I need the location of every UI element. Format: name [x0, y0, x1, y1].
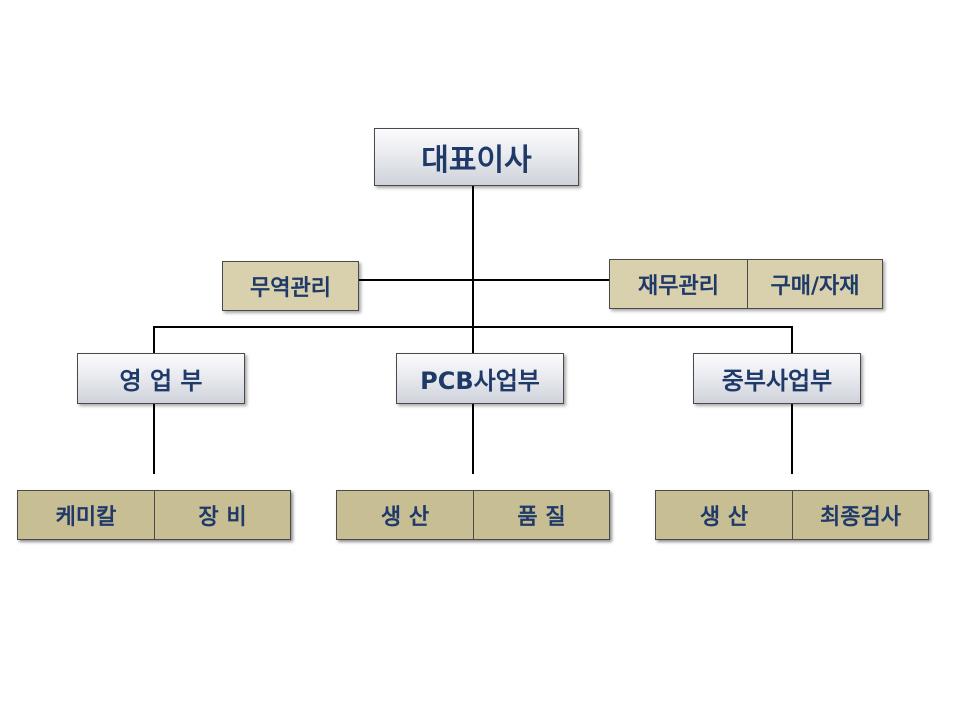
division-drop-right	[791, 326, 793, 354]
unit-connector-left	[153, 404, 155, 474]
division-box-central: 중부사업부	[693, 353, 861, 404]
ceo-trunk-line	[472, 185, 474, 327]
division-label-pcb: PCB사업부	[420, 367, 540, 395]
unit-label-central-production: 생 산	[699, 505, 749, 530]
division-label-sales: 영 업 부	[119, 367, 203, 395]
division-drop-left	[153, 326, 155, 354]
finance-cell: 재무관리	[610, 260, 747, 308]
unit-cell-pcb-production: 생 산	[337, 491, 473, 539]
finance-purchasing-divider	[747, 260, 748, 308]
unit-box-sales: 케미칼 장 비	[17, 490, 291, 540]
purchasing-cell: 구매/자재	[748, 260, 882, 308]
division-box-pcb: PCB사업부	[396, 353, 564, 404]
division-box-sales: 영 업 부	[77, 353, 245, 404]
unit-divider-pcb	[473, 491, 474, 539]
unit-label-pcb-production: 생 산	[380, 505, 430, 530]
unit-cell-pcb-quality: 품 질	[474, 491, 609, 539]
unit-label-final-inspection: 최종검사	[820, 505, 901, 530]
trade-management-label: 무역관리	[250, 276, 331, 301]
unit-box-central: 생 산 최종검사	[655, 490, 929, 540]
unit-divider-central	[792, 491, 793, 539]
ceo-label: 대표이사	[421, 143, 532, 178]
unit-cell-final-inspection: 최종검사	[793, 491, 928, 539]
unit-label-pcb-quality: 품 질	[517, 505, 566, 530]
unit-label-equipment: 장 비	[198, 505, 247, 530]
trade-management-box: 무역관리	[222, 261, 359, 311]
finance-label: 재무관리	[638, 274, 719, 299]
unit-cell-equipment: 장 비	[155, 491, 290, 539]
unit-cell-chemical: 케미칼	[18, 491, 154, 539]
unit-divider-sales	[154, 491, 155, 539]
ceo-box: 대표이사	[374, 128, 579, 186]
finance-purchasing-box: 재무관리 구매/자재	[609, 259, 883, 309]
division-drop-center	[472, 326, 474, 354]
unit-connector-center	[472, 404, 474, 474]
staff-horizontal-line	[358, 279, 610, 281]
unit-cell-central-production: 생 산	[656, 491, 792, 539]
purchasing-label: 구매/자재	[770, 274, 860, 299]
unit-box-pcb: 생 산 품 질	[336, 490, 610, 540]
division-label-central: 중부사업부	[721, 367, 833, 395]
unit-label-chemical: 케미칼	[55, 505, 117, 530]
unit-connector-right	[791, 404, 793, 474]
